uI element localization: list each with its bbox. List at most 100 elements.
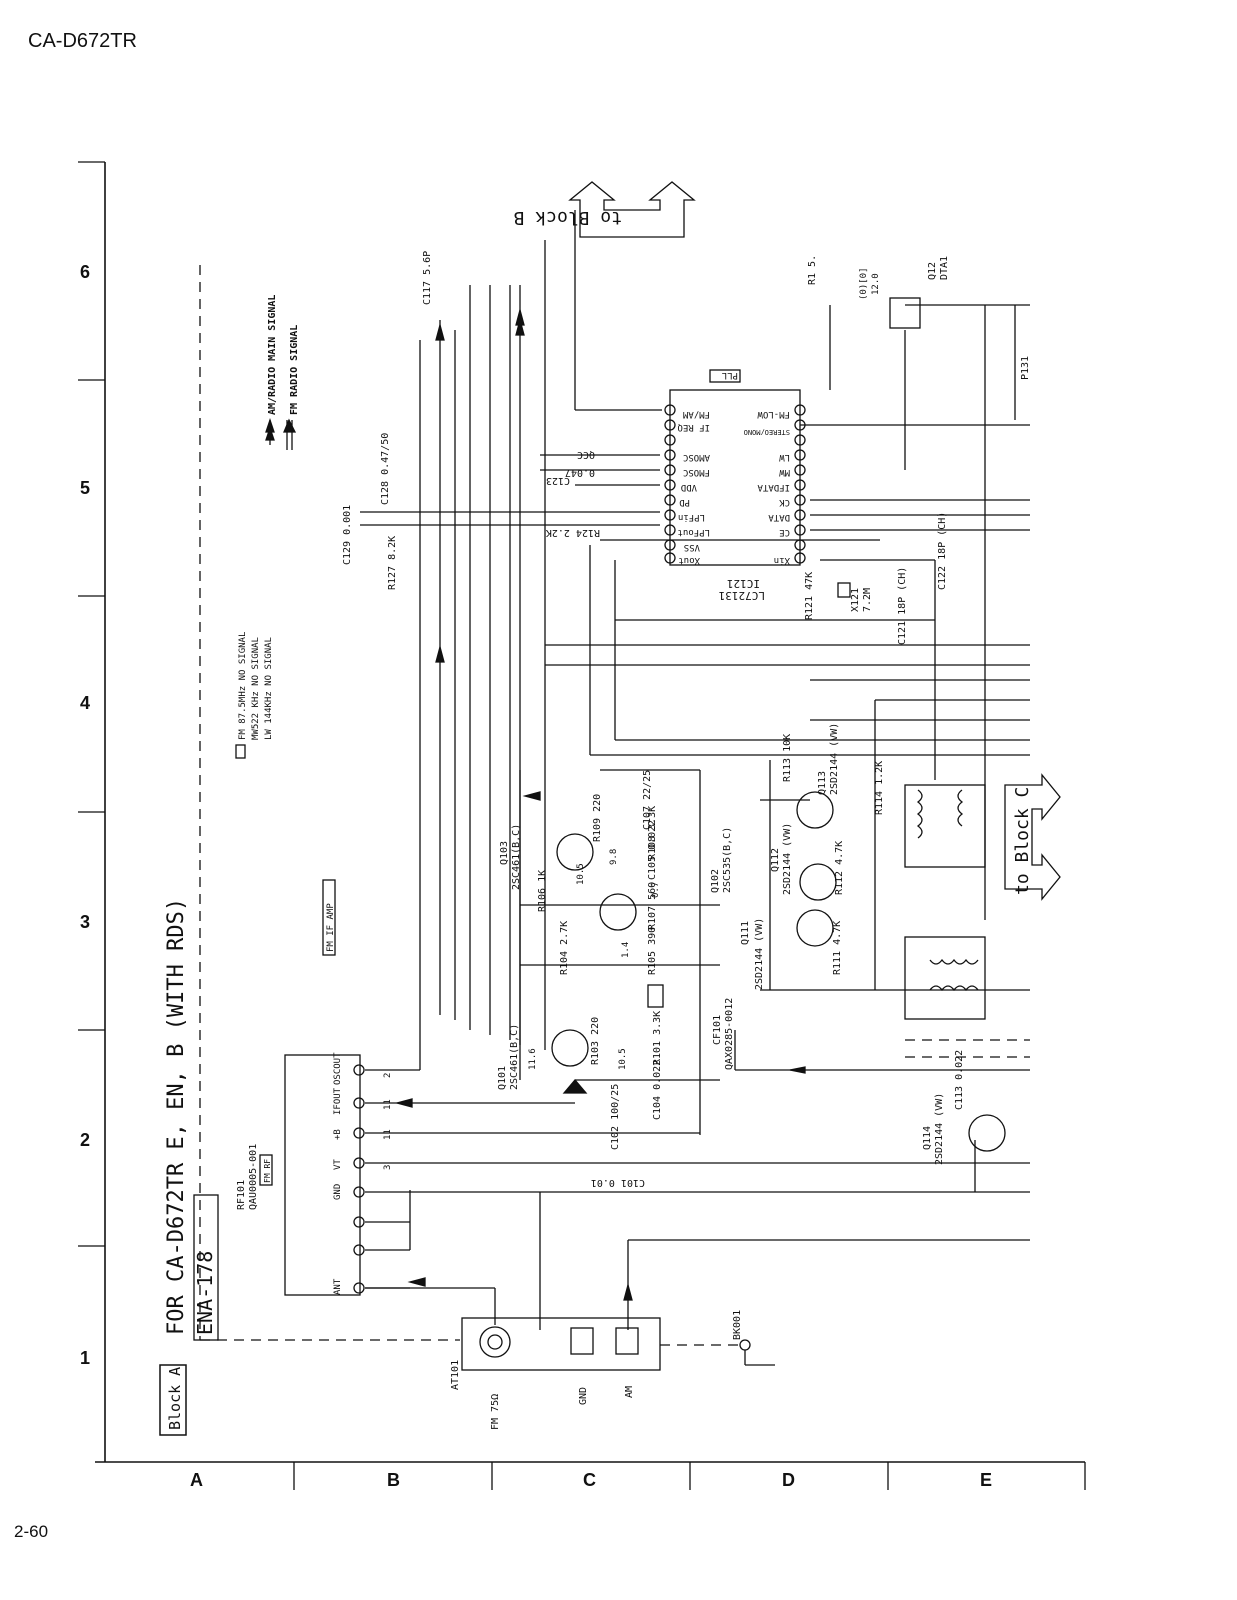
ic121-pin-ifdata: IFDATA <box>757 482 790 492</box>
rf-pin8-voltage: 2 <box>383 1073 393 1078</box>
rf101-pin-oscout: OSCOUT <box>333 1052 343 1085</box>
r127-label: R127 8.2K <box>387 536 398 590</box>
rf-pin7-voltage: 11 <box>383 1099 393 1110</box>
q103-symbol <box>556 833 594 871</box>
voltage-labels: 11.6 10.5 1.4 0.7 10.5 9.8 12.0 (0)[0] <box>528 267 881 1070</box>
ic121-pin-amosc: AMOSC <box>683 452 710 462</box>
q111-part: 2SD2144 (VW) <box>754 918 765 990</box>
legend-note-fm: FM 87.5MHz NO SIGNAL <box>238 632 248 740</box>
ic121-pin-vdd: VDD <box>681 482 697 492</box>
q12-part: DTA1 <box>939 256 950 280</box>
c117-label: C117 5.6P <box>422 251 433 305</box>
q114-symbol <box>968 1114 1006 1152</box>
block-a-label: Block A <box>166 1367 184 1430</box>
r114-label: R114 1.2K <box>874 761 885 815</box>
filter-and-crystal: CF101 QAX0285-0012 X121 7.2M <box>647 582 873 1070</box>
q112-symbol <box>799 863 837 901</box>
legend-note-mw: MW522 KHz NO SIGNAL <box>251 637 261 740</box>
c123-value: 0.047 <box>565 467 595 478</box>
ic121-pll: PLL Xout VSS LPFout LPFin PD VDD FMOSC A… <box>664 369 806 602</box>
r106-label: R106 1K <box>537 870 548 912</box>
ic121-pin-fmam: FM/AM <box>682 409 710 419</box>
ic121-pin-vss: VSS <box>684 542 700 552</box>
r107-label: R107 560 <box>647 882 658 930</box>
cf101-part: QAX0285-0012 <box>724 998 735 1070</box>
q113-ref: Q113 <box>817 771 828 795</box>
to-block-c-label: to Block C <box>1012 787 1033 895</box>
legend-note-lw: LW 144KHz NO SIGNAL <box>264 637 274 740</box>
q103-c-voltage: 10.5 <box>576 863 586 885</box>
pll-label: PLL <box>722 370 738 380</box>
row-label-6: 6 <box>80 262 91 282</box>
q111-ref: Q111 <box>740 921 751 945</box>
r104-label: R104 2.7K <box>559 921 570 975</box>
q112-part: 2SD2144 (VW) <box>782 823 793 895</box>
wires <box>360 210 1030 1330</box>
rf101-pin-ant: ANT <box>333 1278 343 1295</box>
if-transformers <box>904 784 986 1020</box>
col-label-a: A <box>190 1470 203 1490</box>
q102-symbol <box>599 893 637 931</box>
col-label-b: B <box>387 1470 400 1490</box>
rf101-type: FM RF <box>263 1159 272 1183</box>
q112-ref: Q112 <box>770 848 781 872</box>
rf101-pin-b: +B <box>333 1129 343 1140</box>
ic121-part: LC72131 <box>719 589 765 602</box>
q103-b-voltage: 9.8 <box>609 849 619 865</box>
r103-label: R103 220 <box>590 1017 601 1065</box>
antenna-jack: AT101 FM 75Ω GND AM BK001 <box>450 1310 775 1430</box>
q111-symbol <box>796 909 834 947</box>
ic121-pin-xin: Xin <box>774 555 790 565</box>
c104-label: C104 0.022 <box>652 1060 663 1120</box>
ic121-pin-lpfout: LPFout <box>677 527 710 537</box>
col-label-e: E <box>980 1470 993 1490</box>
x121-symbol <box>837 582 851 598</box>
ic121-ref: IC121 <box>727 577 760 590</box>
r1-label: R1 5. <box>807 255 818 285</box>
q102-ref: Q102 <box>710 869 721 893</box>
rf101-pin-vt: VT <box>333 1159 343 1170</box>
rf101-part: QAU0005-001 <box>248 1144 259 1210</box>
ic121-pin-lw: LW <box>779 452 790 462</box>
row-label-5: 5 <box>80 478 91 498</box>
page-number: 2-60 <box>14 1522 49 1541</box>
legend-fm-radio: FM RADIO SIGNAL <box>289 325 300 415</box>
rf101-module: ANT GND VT +B IFOUT OSCOUT RF101 QAU0005… <box>236 1052 393 1296</box>
component-labels: R103 220 R101 3.3K C104 0.022 C102 100/2… <box>342 251 1031 1188</box>
q103-ref: Q103 <box>499 841 510 865</box>
c105-label: C105 0.022 <box>647 820 658 880</box>
row-label-3: 3 <box>80 912 91 932</box>
q114-ref: Q114 <box>922 1126 933 1150</box>
x121-ref: X121 <box>850 588 861 612</box>
board-title-text: FOR CA-D672TR E, EN, B (WITH RDS) <box>164 898 189 1335</box>
c122-label: C122 18P (CH) <box>937 512 948 590</box>
at101-ref: AT101 <box>450 1360 461 1390</box>
q102-b-voltage: 1.4 <box>621 942 631 958</box>
fm-if-amp-label: FM IF AMP <box>326 903 336 952</box>
q102-part: 2SC535(B,C) <box>722 827 733 893</box>
r108-label: R108 3.3K <box>647 806 658 860</box>
ic121-pin-mw: MW <box>779 467 790 477</box>
bk001-ref: BK001 <box>732 1310 743 1340</box>
r113-label: R113 10K <box>782 734 793 782</box>
q12-voltage: 12.0 <box>871 273 881 295</box>
q102-e-voltage: 0.7 <box>651 882 661 898</box>
ic121-pin-data: DATA <box>768 512 790 522</box>
ic121-pin-stereo: STEREO/MONO <box>744 428 790 436</box>
board-boundary <box>199 265 1030 1346</box>
r101-label: R101 3.3K <box>652 1011 663 1065</box>
row-label-4: 4 <box>80 693 91 713</box>
r121-label: R121 47K <box>804 572 815 620</box>
q114-part: 2SD2144 (VW) <box>934 1093 945 1165</box>
q101-ref: Q101 <box>497 1066 508 1090</box>
c121-label: C121 18P (CH) <box>897 567 908 645</box>
signal-arrows <box>394 307 806 1301</box>
transistors: Q101 2SC461(B,C) Q102 2SC535(B,C) Q103 2… <box>497 256 1006 1165</box>
q103-part: 2SC461(B,C) <box>511 824 522 890</box>
p131-label: P131 <box>1020 356 1031 380</box>
q113-symbol <box>796 791 834 829</box>
ic121-pin-ifreq: IF REQ <box>677 422 710 432</box>
col-label-d: D <box>782 1470 795 1490</box>
